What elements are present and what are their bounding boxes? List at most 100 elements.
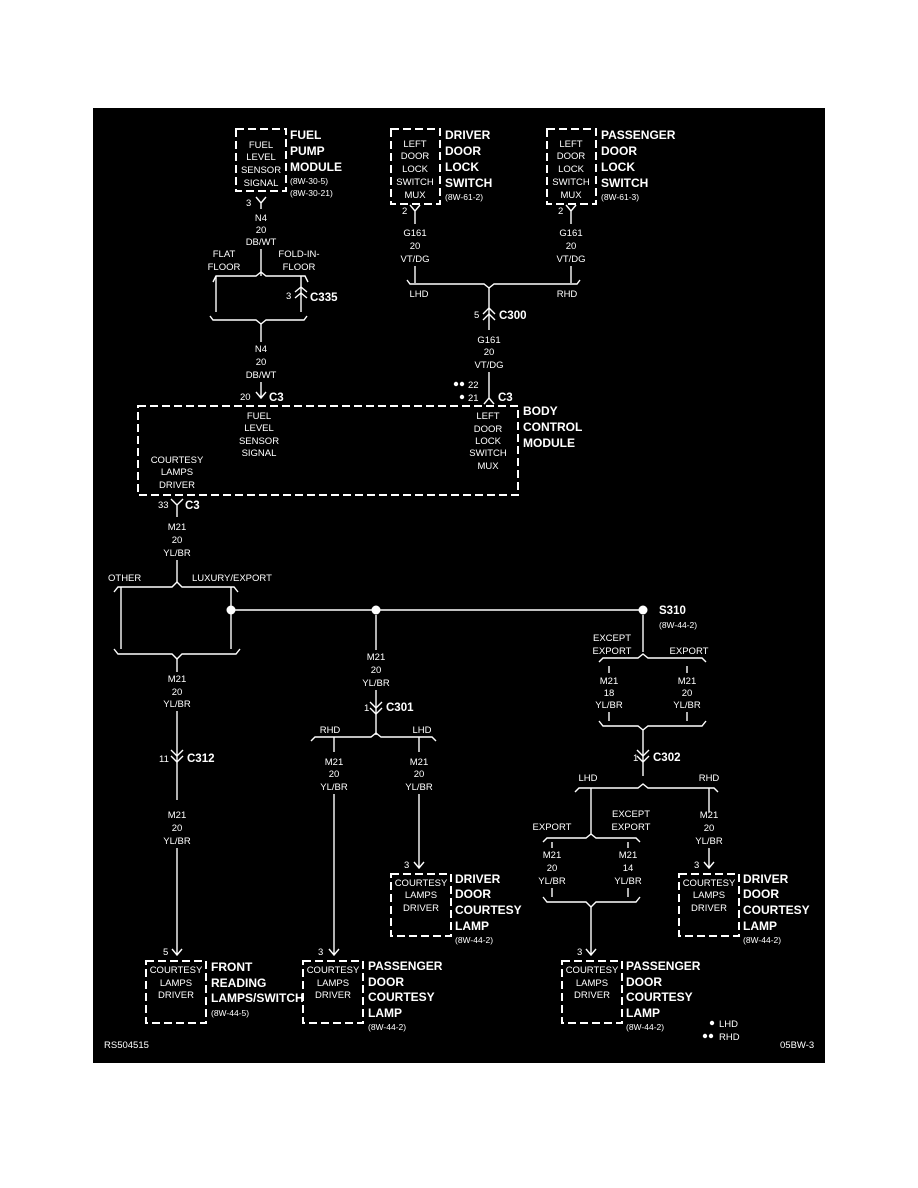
- pdls-circuit-3: LOCK: [558, 164, 585, 175]
- wire-gauge: 20: [371, 665, 382, 676]
- pdls-pin: 2: [558, 206, 563, 217]
- pdls-circuit-5: MUX: [560, 190, 582, 201]
- wire-color: YL/BR: [673, 700, 701, 711]
- wire-gauge: 20: [410, 241, 421, 252]
- wire-color: YL/BR: [362, 678, 390, 689]
- legend-lhd-label: LHD: [719, 1019, 738, 1030]
- fold-in-floor-label: FOLD-IN-: [278, 249, 319, 260]
- g161-main-wire: G161 20 VT/DG 22 21 C3: [453, 335, 513, 405]
- passenger-courtesy-lamp-c302: COURTESY LAMPS DRIVER PASSENGER DOOR COU…: [561, 959, 701, 1032]
- m21-c302-except-wire: M21 14 YL/BR: [614, 850, 642, 897]
- driver-courtesy-lamp-c302: COURTESY LAMPS DRIVER DRIVER DOOR COURTE…: [678, 872, 810, 945]
- pcl2-title-2: DOOR: [626, 975, 662, 989]
- c3-bottom-connector: 33 C3: [158, 498, 200, 517]
- wire-gauge: 18: [604, 688, 615, 699]
- lhd-rhd-merge-c300: LHD RHD 5 C300: [406, 279, 581, 330]
- c301-pin: 1: [364, 703, 369, 714]
- c302-pin: 1: [633, 753, 638, 764]
- fuel-pump-module: FUEL LEVEL SENSOR SIGNAL FUEL PUMP MODUL…: [235, 128, 342, 209]
- pass-lamp-c301-pin: 3: [318, 947, 323, 958]
- m21-bcm-wire: M21 20 YL/BR: [163, 522, 191, 582]
- ddls-circuit-3: LOCK: [402, 164, 429, 175]
- wire-label: N4: [255, 213, 267, 224]
- front-reading-lamps-switch: COURTESY LAMPS DRIVER FRONT READING LAMP…: [145, 960, 304, 1024]
- ddls-circuit-1: LEFT: [403, 139, 426, 150]
- fpm-circuit-1: FUEL: [249, 140, 273, 151]
- wire-label: M21: [367, 652, 385, 663]
- ddls-pin: 2: [402, 206, 407, 217]
- c301-rhd-lhd-split: RHD LHD: [310, 725, 437, 752]
- dcl2-circuit-1: COURTESY: [683, 878, 736, 889]
- c3-top-left-label: C3: [269, 392, 284, 404]
- wire-label: G161: [477, 335, 500, 346]
- ddls-ref: (8W-61-2): [445, 192, 483, 202]
- c302-lhd-label: LHD: [578, 773, 597, 784]
- floor-option-split: FLAT FLOOR FOLD-IN- FLOOR 3 C335: [208, 249, 338, 342]
- wire-gauge: 20: [256, 225, 267, 236]
- pdls-circuit-1: LEFT: [559, 139, 582, 150]
- lhd-label: LHD: [409, 289, 428, 300]
- pdls-ref: (8W-61-3): [601, 192, 639, 202]
- c335-pin: 3: [286, 291, 291, 302]
- s310-ref: (8W-44-2): [659, 620, 697, 630]
- rhd-label: RHD: [557, 289, 578, 300]
- wire-color: YL/BR: [538, 876, 566, 887]
- bcm-door-3: LOCK: [475, 436, 502, 447]
- pcl1-circuit-3: DRIVER: [315, 990, 351, 1001]
- dcl2-title-3: COURTESY: [743, 903, 810, 917]
- c302-label: C302: [653, 752, 681, 764]
- wire-label: M21: [168, 674, 186, 685]
- bcm-door-2: DOOR: [474, 424, 503, 435]
- c3-bottom-label: C3: [185, 500, 200, 512]
- wire-label: M21: [678, 676, 696, 687]
- diagram-background: [93, 108, 825, 1063]
- wire-gauge: 20: [566, 241, 577, 252]
- dcl2-ref: (8W-44-2): [743, 935, 781, 945]
- flat-floor-label-2: FLOOR: [208, 262, 241, 273]
- bcm-title-2: CONTROL: [523, 420, 582, 434]
- legend-rhd-label: RHD: [719, 1032, 740, 1043]
- wire-gauge: 20: [172, 823, 183, 834]
- wire-color: VT/DG: [556, 254, 585, 265]
- pcl2-title-1: PASSENGER: [626, 959, 701, 973]
- s310-label: S310: [659, 605, 686, 617]
- fpm-circuit-4: SIGNAL: [244, 178, 279, 189]
- except-export-label-1: EXCEPT: [593, 633, 631, 644]
- driver-courtesy-lamp-c301: COURTESY LAMPS DRIVER DRIVER DOOR COURTE…: [390, 872, 522, 945]
- wire-gauge: 20: [256, 357, 267, 368]
- c3-top-right-label: C3: [498, 392, 513, 404]
- frl-circuit-1: COURTESY: [150, 965, 203, 976]
- m21-export-wire: M21 20 YL/BR: [673, 676, 701, 721]
- ddls-title-4: SWITCH: [445, 176, 492, 190]
- c302-merge: 1 C302 LHD RHD: [574, 720, 720, 834]
- bcm-fuel-3: SENSOR: [239, 436, 279, 447]
- fpm-title-1: FUEL: [290, 128, 321, 142]
- c302-except-label-2: EXPORT: [612, 822, 651, 833]
- m21-c302-export-wire: M21 20 YL/BR: [538, 850, 566, 897]
- wire-label: M21: [600, 676, 618, 687]
- pcl2-title-3: COURTESY: [626, 990, 693, 1004]
- fpm-circuit-2: LEVEL: [246, 152, 276, 163]
- dcl1-circuit-1: COURTESY: [395, 878, 448, 889]
- bcm-fuel-4: SIGNAL: [242, 448, 277, 459]
- ddls-title-3: LOCK: [445, 160, 479, 174]
- wire-color: YL/BR: [405, 782, 433, 793]
- wire-gauge: 20: [172, 535, 183, 546]
- m21-mid-wire: M21 20 YL/BR 1 C301: [362, 615, 414, 735]
- fpm-ref-1: (8W-30-5): [290, 176, 328, 186]
- dcl2-title-1: DRIVER: [743, 872, 789, 886]
- dcl1-title-2: DOOR: [455, 887, 491, 901]
- dcl1-title-1: DRIVER: [455, 872, 501, 886]
- wire-gauge: 14: [623, 863, 634, 874]
- c3-rhd-pin: 22: [468, 380, 479, 391]
- bcm-fuel-1: FUEL: [247, 411, 271, 422]
- c302-rhd-label: RHD: [699, 773, 720, 784]
- m21-c301-lhd-wire: M21 20 YL/BR 3: [404, 757, 433, 871]
- dcl2-title-4: LAMP: [743, 919, 777, 933]
- wire-label: N4: [255, 344, 267, 355]
- wire-label: G161: [559, 228, 582, 239]
- diagram-id: RS504515: [104, 1040, 149, 1051]
- pcl1-title-3: COURTESY: [368, 990, 435, 1004]
- passenger-door-lock-switch: LEFT DOOR LOCK SWITCH MUX PASSENGER DOOR…: [546, 128, 676, 224]
